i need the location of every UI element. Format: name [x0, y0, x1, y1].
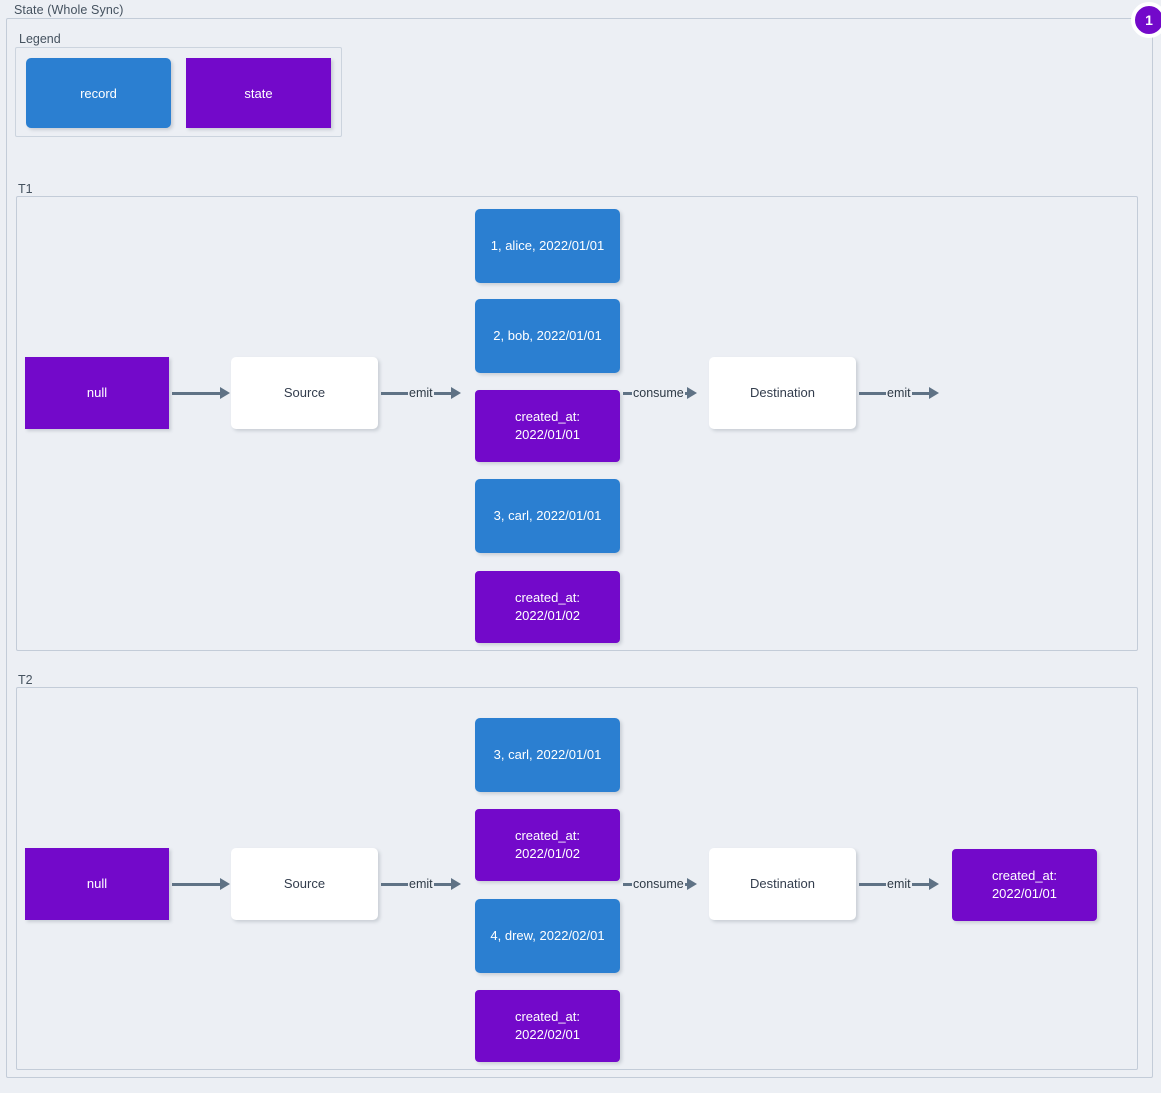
t2-edge-destination-emit-label: emit [887, 877, 911, 891]
t1-record-node-1-label: 1, alice, 2022/01/01 [490, 238, 605, 254]
t1-edge-consume-label: consume [633, 386, 684, 400]
t2-final-state-node[interactable]: created_at: 2022/01/01 [952, 849, 1097, 921]
t2-final-state-line2: 2022/01/01 [991, 886, 1058, 901]
t2-final-state-line1: created_at: [991, 868, 1058, 884]
legend-item-state[interactable]: state [186, 58, 331, 128]
legend-title: Legend [19, 32, 61, 46]
t1-initial-state-label: null [86, 385, 108, 401]
edge-line [433, 882, 451, 886]
t2-source-node[interactable]: Source [231, 848, 378, 920]
t1-edge-source-emit-label: emit [409, 386, 433, 400]
t1-record-node-1[interactable]: 1, alice, 2022/01/01 [475, 209, 620, 283]
edge-line [911, 882, 929, 886]
status-badge[interactable]: 1 [1131, 2, 1161, 38]
t1-state-node-1-line1: created_at: [514, 409, 581, 425]
edge-line [859, 391, 886, 395]
t2-record-node-2[interactable]: 4, drew, 2022/02/01 [475, 899, 620, 973]
arrow-head-icon [450, 878, 461, 890]
edge-line [623, 882, 632, 886]
t2-destination-node[interactable]: Destination [709, 848, 856, 920]
t2-source-label: Source [283, 876, 326, 892]
t1-state-node-1-line2: 2022/01/01 [514, 427, 581, 442]
t2-initial-state-label: null [86, 876, 108, 892]
edge-line [172, 391, 220, 395]
t1-destination-node[interactable]: Destination [709, 357, 856, 429]
legend-item-state-label: state [244, 85, 273, 101]
legend-item-record-label: record [80, 85, 117, 101]
t2-state-node-2-line1: created_at: [514, 1009, 581, 1025]
edge-line [172, 882, 220, 886]
t2-edge-destination-emit: emit [859, 876, 939, 892]
arrow-head-icon [450, 387, 461, 399]
t2-state-node-1-line1: created_at: [514, 828, 581, 844]
t1-initial-state-node[interactable]: null [25, 357, 169, 429]
t1-record-node-3-label: 3, carl, 2022/01/01 [493, 508, 602, 524]
arrow-head-icon [928, 878, 939, 890]
arrow-head-icon [686, 387, 697, 399]
edge-line [381, 882, 408, 886]
legend-container: record state [15, 47, 342, 137]
edge-line [381, 391, 408, 395]
t2-record-node-2-label: 4, drew, 2022/02/01 [490, 928, 605, 944]
arrow-head-icon [220, 878, 230, 890]
t1-edge-state-to-source [172, 385, 230, 401]
t1-edge-source-emit: emit [381, 385, 461, 401]
edge-line [433, 391, 451, 395]
edge-line [623, 391, 632, 395]
t1-state-node-2-line2: 2022/01/02 [514, 608, 581, 623]
t1-edge-consume: consume [623, 385, 697, 401]
t2-edge-consume: consume [623, 876, 697, 892]
edge-line [684, 391, 687, 395]
t1-edge-destination-emit-label: emit [887, 386, 911, 400]
t1-state-node-1[interactable]: created_at: 2022/01/01 [475, 390, 620, 462]
t2-record-node-1-label: 3, carl, 2022/01/01 [493, 747, 602, 763]
t1-record-node-2[interactable]: 2, bob, 2022/01/01 [475, 299, 620, 373]
t1-record-node-3[interactable]: 3, carl, 2022/01/01 [475, 479, 620, 553]
status-badge-count: 1 [1145, 12, 1153, 28]
legend-item-record[interactable]: record [26, 58, 171, 128]
t2-state-node-1[interactable]: created_at: 2022/01/02 [475, 809, 620, 881]
timeline-label-t1: T1 [18, 182, 33, 196]
t2-edge-state-to-source [172, 876, 230, 892]
t1-edge-destination-emit: emit [859, 385, 939, 401]
edge-line [859, 882, 886, 886]
t2-state-node-1-line2: 2022/01/02 [514, 846, 581, 861]
t1-record-node-2-label: 2, bob, 2022/01/01 [493, 328, 602, 344]
edge-line [684, 882, 687, 886]
arrow-head-icon [220, 387, 230, 399]
t2-edge-source-emit: emit [381, 876, 461, 892]
arrow-head-icon [686, 878, 697, 890]
t2-edge-source-emit-label: emit [409, 877, 433, 891]
timeline-label-t2: T2 [18, 673, 33, 687]
t1-destination-label: Destination [749, 385, 816, 401]
arrow-head-icon [928, 387, 939, 399]
t1-state-node-2[interactable]: created_at: 2022/01/02 [475, 571, 620, 643]
t2-edge-consume-label: consume [633, 877, 684, 891]
page-title: State (Whole Sync) [14, 3, 124, 17]
t1-source-node[interactable]: Source [231, 357, 378, 429]
t2-state-node-2[interactable]: created_at: 2022/02/01 [475, 990, 620, 1062]
t2-destination-label: Destination [749, 876, 816, 892]
t2-record-node-1[interactable]: 3, carl, 2022/01/01 [475, 718, 620, 792]
t2-state-node-2-line2: 2022/02/01 [514, 1027, 581, 1042]
t2-initial-state-node[interactable]: null [25, 848, 169, 920]
t1-source-label: Source [283, 385, 326, 401]
edge-line [911, 391, 929, 395]
t1-state-node-2-line1: created_at: [514, 590, 581, 606]
